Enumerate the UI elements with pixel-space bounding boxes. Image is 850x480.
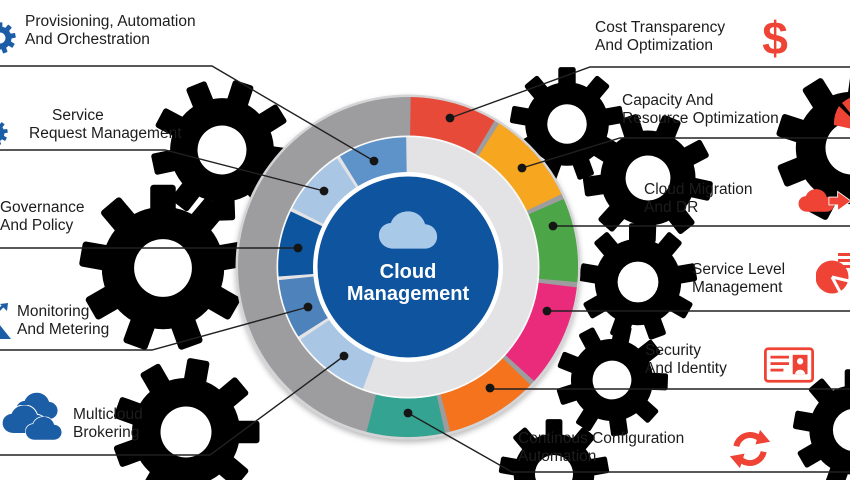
- connector-multicloud: [0, 355, 345, 456]
- hub-circle: [317, 176, 499, 358]
- wheel-layer: [235, 94, 581, 440]
- id-card-icon: [764, 347, 814, 383]
- connector-dot-monitoring: [303, 302, 313, 312]
- connectors-layer: [0, 65, 850, 473]
- dollar-icon: [762, 14, 788, 62]
- connector-dot-service-request: [319, 186, 329, 196]
- segment-security: [440, 357, 531, 432]
- monitoring-chart-icon: [0, 303, 12, 341]
- connector-cost: [449, 66, 850, 119]
- sync-arrows-icon: [730, 430, 770, 468]
- connector-dot-cost: [445, 113, 455, 123]
- segment-multicloud: [300, 318, 377, 389]
- connector-monitoring: [0, 306, 309, 351]
- service-gear-icon: [0, 120, 8, 145]
- connector-dot-provisioning: [369, 156, 379, 166]
- background-gear-icon: [100, 346, 272, 480]
- connector-dot-capacity: [517, 163, 527, 173]
- hub-title-line2: Management: [347, 283, 470, 305]
- connector-provisioning: [0, 65, 375, 162]
- connector-dot-multicloud: [339, 351, 349, 361]
- connector-dot-service-level: [542, 306, 552, 316]
- connector-continuous: [407, 412, 850, 473]
- connector-dot-security: [485, 383, 495, 393]
- hub-title-line1: Cloud: [380, 261, 437, 283]
- connector-service-request: [0, 149, 325, 192]
- connector-dot-governance: [293, 243, 303, 253]
- segment-service-level: [504, 282, 577, 381]
- segment-governance: [278, 211, 325, 277]
- multicloud-icon: [3, 393, 62, 440]
- segment-migration: [527, 198, 578, 283]
- gear-icon: [0, 22, 16, 53]
- connector-dot-migration: [548, 221, 558, 231]
- segment-cost: [410, 97, 495, 155]
- connector-dot-continuous: [403, 408, 413, 418]
- background-gear-icon: [578, 223, 698, 341]
- background-gear-icon: [498, 419, 610, 480]
- pie-chart-icon: [816, 251, 850, 295]
- background-gear-icon: [792, 369, 850, 480]
- connector-capacity: [521, 137, 850, 169]
